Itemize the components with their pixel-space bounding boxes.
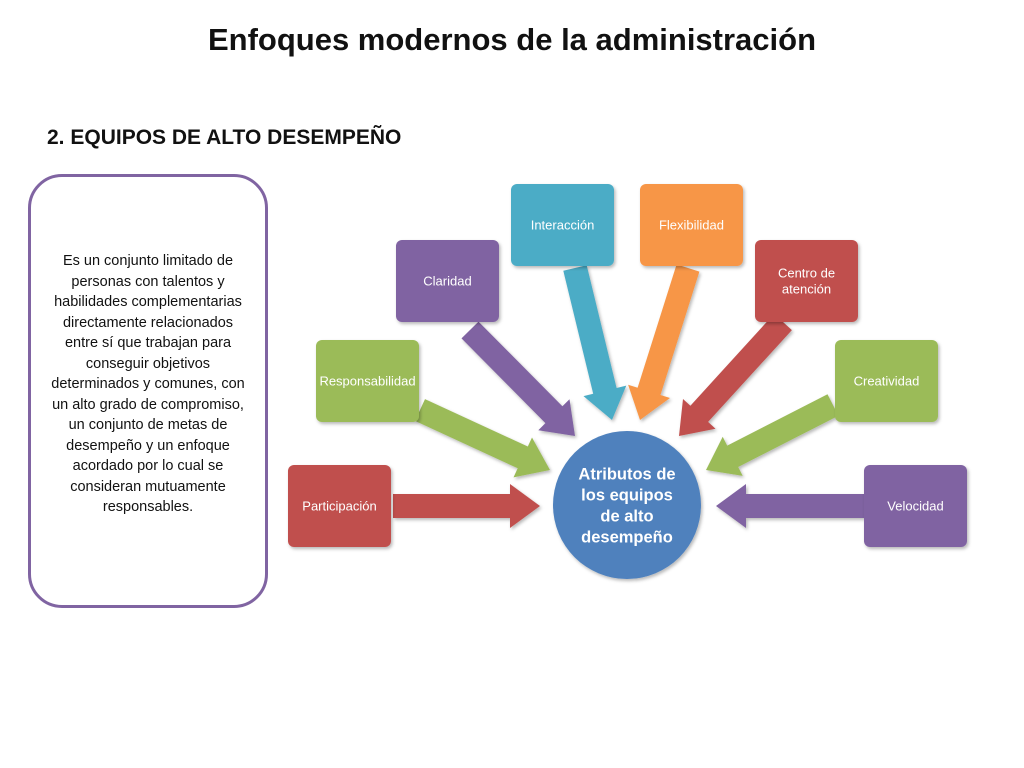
node-label-centro-atencion: atención: [782, 282, 831, 297]
definition-text: Es un conjunto limitado de personas con …: [51, 253, 245, 515]
center-label: Atributos de: [578, 466, 675, 484]
node-box-creatividad: [835, 340, 938, 422]
node-box-centro-atencion: [755, 240, 858, 322]
node-box-responsabilidad: [316, 340, 419, 422]
node-box-interaccion: [511, 184, 614, 266]
node-label-velocidad: Velocidad: [887, 499, 943, 514]
node-label-responsabilidad: Responsabilidad: [319, 374, 415, 389]
arrow-velocidad: [716, 484, 864, 528]
node-label-flexibilidad: Flexibilidad: [659, 218, 724, 233]
node-velocidad: Velocidad: [864, 465, 967, 547]
center-label: los equipos: [581, 487, 673, 505]
node-label-interaccion: Interacción: [531, 218, 595, 233]
node-box-participacion: [288, 465, 391, 547]
arrow-interaccion: [563, 265, 627, 420]
node-label-centro-atencion: Centro de: [778, 266, 835, 281]
node-box-claridad: [396, 240, 499, 322]
nodes-layer: Participación Responsabilidad Claridad Inte…: [288, 184, 967, 547]
arrow-participacion: [393, 484, 540, 528]
node-label-participacion: Participación: [302, 499, 376, 514]
center-node: Atributos de los equipos de alto desempeño: [553, 431, 701, 579]
center-label: desempeño: [581, 529, 673, 547]
slide-title: Enfoques modernos de la administración: [207, 22, 817, 57]
node-label-creatividad: Creatividad: [854, 374, 920, 389]
node-claridad: Claridad: [396, 240, 499, 322]
center-label: de alto: [600, 508, 653, 526]
arrow-creatividad: [706, 394, 839, 476]
slide-subtitle: 2. EQUIPOS DE ALTO DESEMPEÑO: [47, 126, 402, 149]
node-label-claridad: Claridad: [423, 274, 471, 289]
center-layer: Atributos de los equipos de alto desempeño: [553, 431, 701, 579]
definition-box: Es un conjunto limitado de personas con …: [28, 174, 268, 608]
node-box-velocidad: [864, 465, 967, 547]
node-participacion: Participación: [288, 465, 391, 547]
node-responsabilidad: Responsabilidad: [316, 340, 419, 422]
node-creatividad: Creatividad: [835, 340, 938, 422]
center-circle: [553, 431, 701, 579]
arrow-centro-atencion: [679, 313, 792, 436]
node-interaccion: Interacción: [511, 184, 614, 266]
node-flexibilidad: Flexibilidad: [640, 184, 743, 266]
node-box-flexibilidad: [640, 184, 743, 266]
arrows-layer: [393, 264, 864, 528]
arrow-claridad: [461, 321, 575, 436]
arrow-responsabilidad: [415, 399, 550, 478]
arrow-flexibilidad: [628, 264, 700, 420]
